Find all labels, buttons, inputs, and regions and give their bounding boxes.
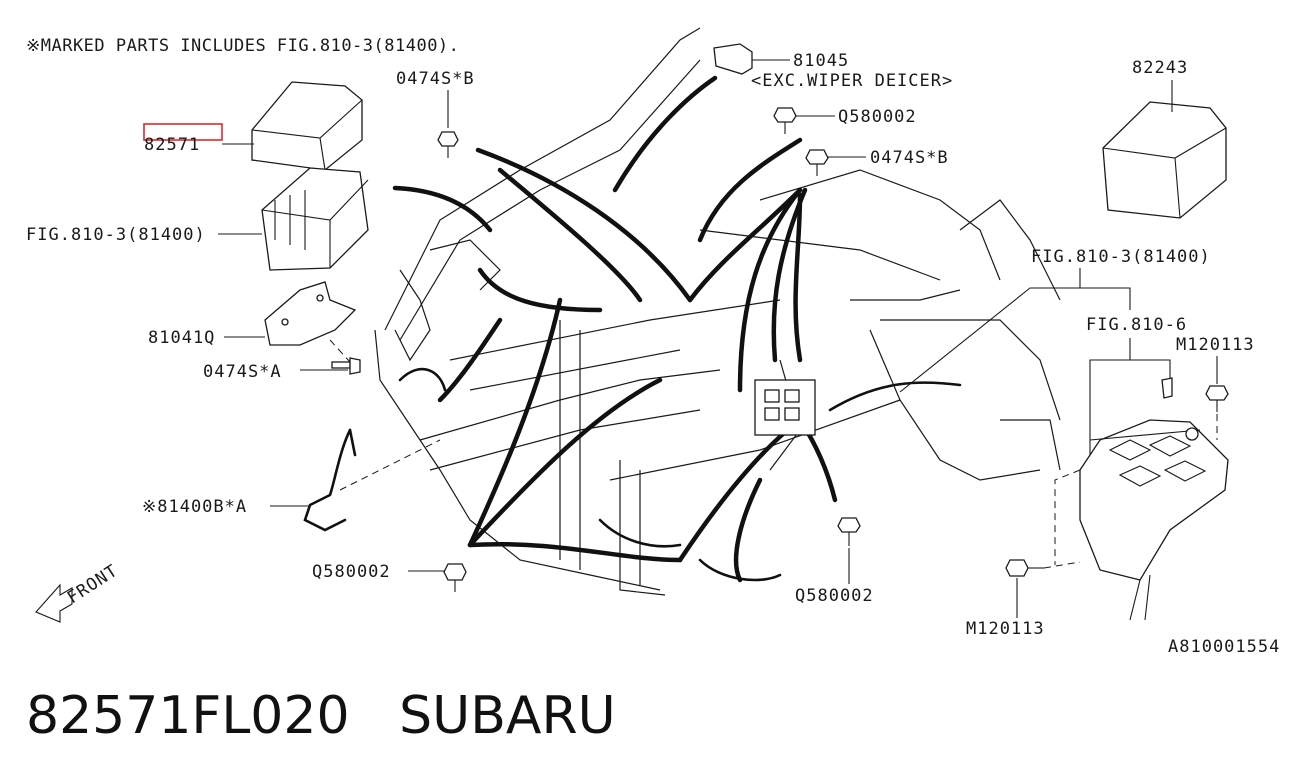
fuse-block-part bbox=[1079, 377, 1229, 621]
callout-exc-wiper-deicer[interactable]: <EXC.WIPER DEICER> bbox=[751, 71, 953, 91]
callout-81045[interactable]: 81045 bbox=[793, 51, 849, 71]
cover-82243-part bbox=[1102, 101, 1227, 219]
callout-0474s-b-right[interactable]: 0474S*B bbox=[870, 148, 949, 168]
bolt-0474s-b-top bbox=[437, 131, 459, 158]
marked-parts-note: ※MARKED PARTS INCLUDES FIG.810-3(81400). bbox=[26, 36, 459, 56]
front-label: FRONT bbox=[64, 561, 122, 608]
callout-fig-810-3-left[interactable]: FIG.810-3(81400) bbox=[26, 225, 206, 245]
callout-m120113-top[interactable]: M120113 bbox=[1176, 335, 1255, 355]
bolt-q580002-bottom-center bbox=[837, 517, 861, 546]
callout-q580002-center[interactable]: Q580002 bbox=[795, 586, 874, 606]
callout-82243[interactable]: 82243 bbox=[1132, 58, 1188, 78]
callout-m120113-bottom[interactable]: M120113 bbox=[966, 619, 1045, 639]
callout-q580002-left[interactable]: Q580002 bbox=[312, 562, 391, 582]
callout-81041q[interactable]: 81041Q bbox=[148, 328, 215, 348]
drawing-id: A810001554 bbox=[1168, 637, 1280, 657]
connector-81045-part bbox=[713, 43, 753, 75]
bolt-0474s-a bbox=[331, 357, 361, 375]
engine-relay-box bbox=[754, 379, 816, 436]
fuse-box-body-part bbox=[261, 167, 369, 271]
callout-0474s-a[interactable]: 0474S*A bbox=[203, 362, 282, 382]
bolt-m120113-bottom bbox=[1005, 559, 1044, 577]
front-arrow-icon bbox=[35, 583, 73, 623]
fuse-box-cover-part bbox=[251, 81, 363, 171]
callout-81400b-a[interactable]: ※81400B*A bbox=[142, 497, 247, 517]
callout-82571[interactable]: 82571 bbox=[144, 135, 200, 155]
callout-0474s-b-top[interactable]: 0474S*B bbox=[396, 69, 475, 89]
callout-fig-810-3-right[interactable]: FIG.810-3(81400) bbox=[1031, 247, 1211, 267]
callout-fig-810-6[interactable]: FIG.810-6 bbox=[1086, 315, 1187, 335]
highlight-box bbox=[143, 123, 223, 141]
bolt-m120113-top bbox=[1205, 385, 1229, 412]
harness-bracket-part bbox=[303, 428, 357, 532]
bolt-q580002-top bbox=[773, 107, 797, 134]
engine-bay-body bbox=[374, 27, 1061, 596]
bolt-q580002-bottom-left bbox=[443, 563, 467, 592]
wiring-harness bbox=[392, 75, 962, 583]
bolt-0474s-b-right bbox=[805, 149, 829, 176]
callout-q580002-top[interactable]: Q580002 bbox=[838, 107, 917, 127]
part-number-caption: 82571FL020 SUBARU bbox=[26, 686, 616, 746]
bracket-part bbox=[264, 281, 357, 346]
